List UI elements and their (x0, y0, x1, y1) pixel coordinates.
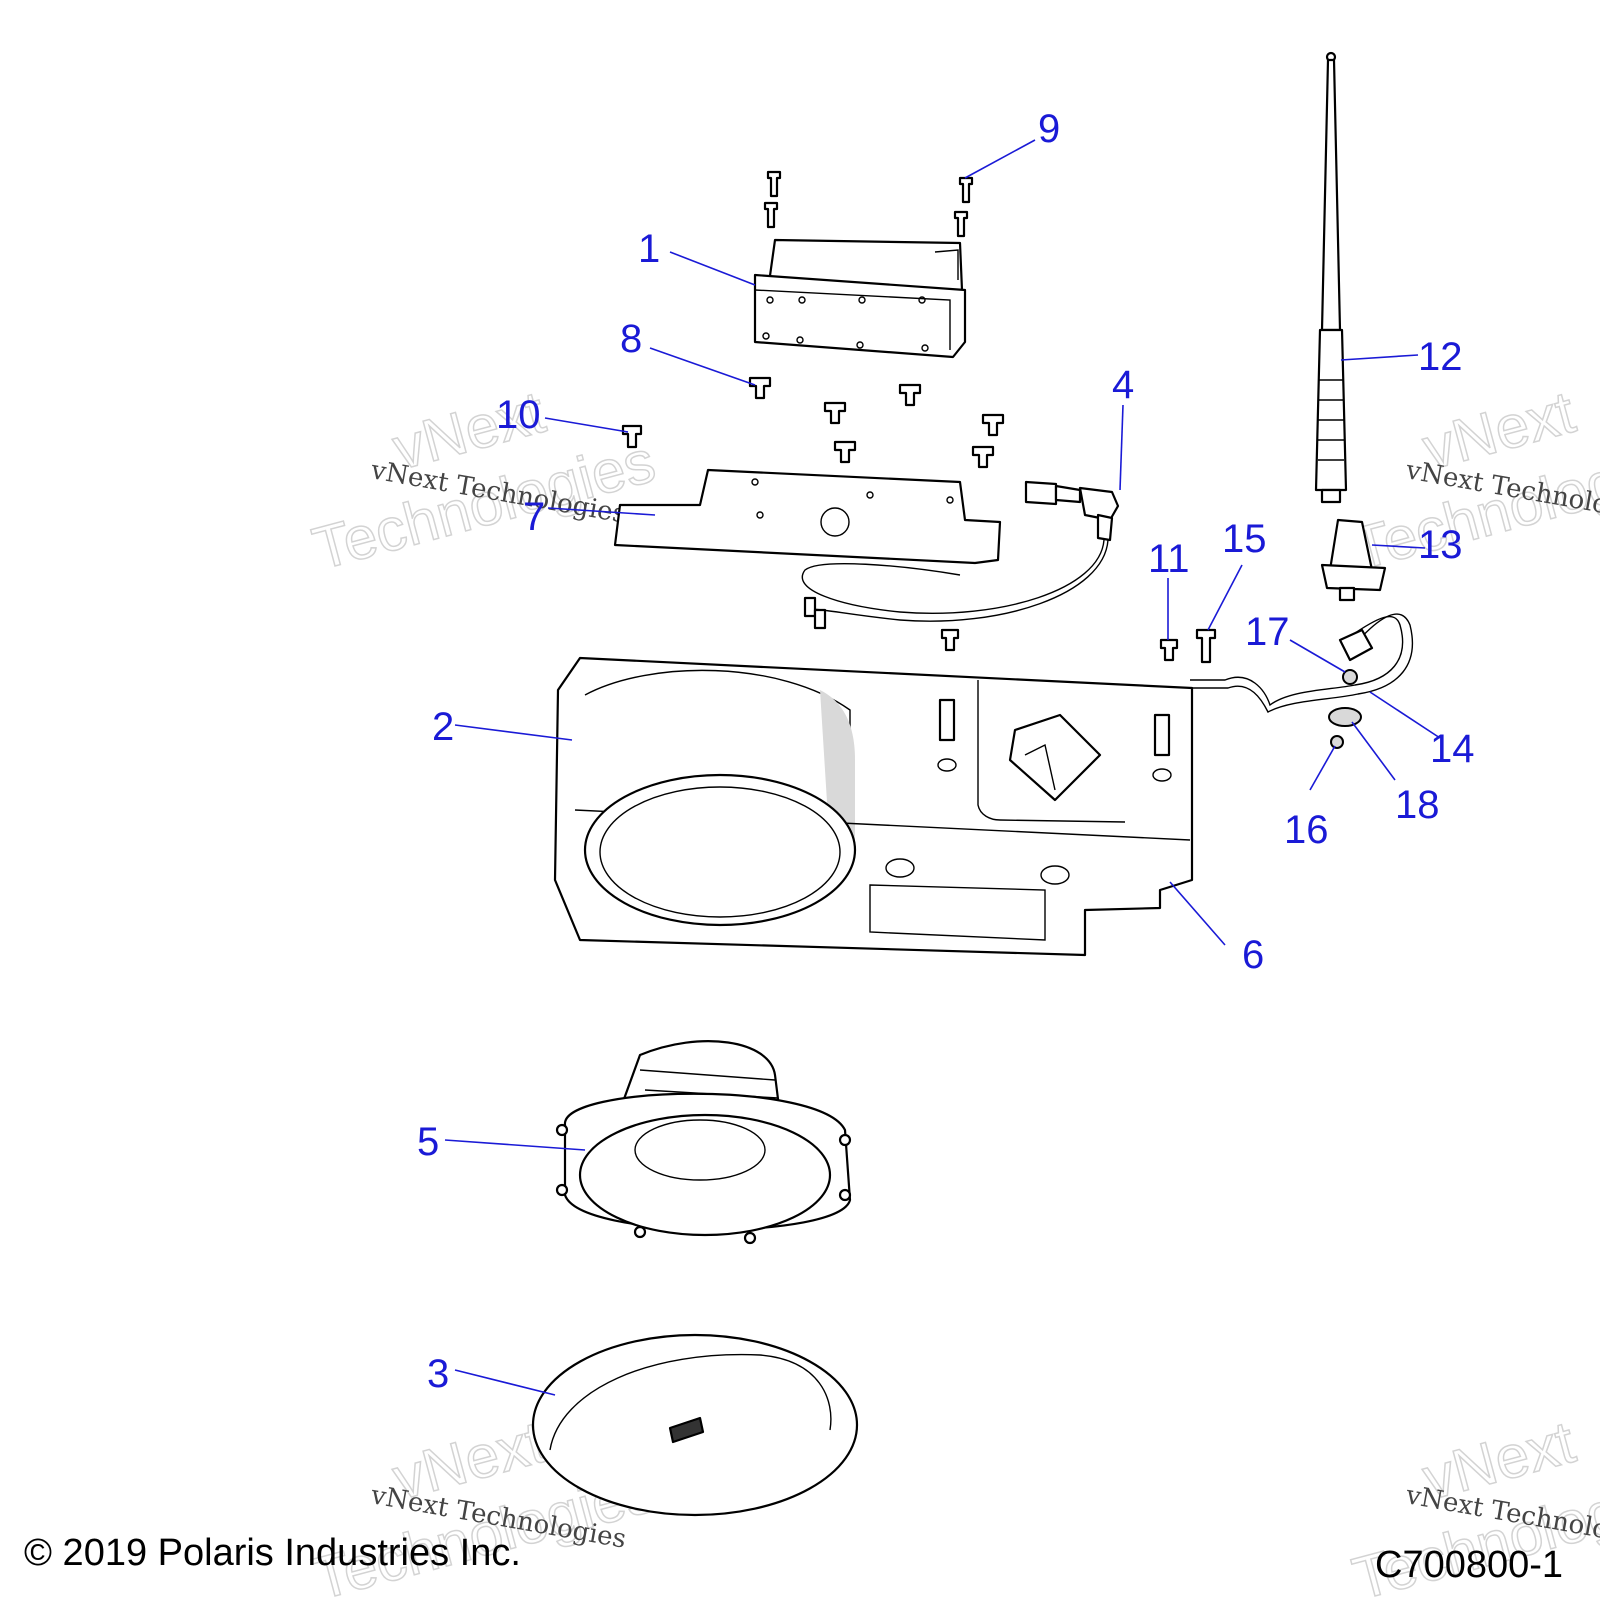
washer-18 (1328, 707, 1362, 727)
screws (621, 170, 1217, 664)
callout-5: 5 (417, 1120, 439, 1164)
callout-17: 17 (1245, 610, 1290, 654)
watermark-top-left: vNext Technologies vNext Technologies (305, 377, 662, 583)
callout-11: 11 (1148, 537, 1190, 581)
callout-14: 14 (1430, 727, 1475, 771)
callout-9: 9 (1038, 107, 1060, 151)
antenna-mast (1314, 51, 1348, 504)
callout-18: 18 (1395, 783, 1440, 827)
callouts: 1 2 3 4 5 6 7 8 9 10 11 15 12 13 14 16 1… (417, 107, 1475, 1396)
callout-3: 3 (427, 1352, 449, 1396)
speaker-box-housing (553, 656, 1194, 957)
callout-6: 6 (1242, 933, 1264, 977)
callout-12: 12 (1418, 335, 1463, 379)
leader-lines (444, 139, 1441, 1396)
watermark-top-right: vNext Technologies vNext Technologies (1345, 377, 1600, 583)
ground-strap (1190, 613, 1414, 713)
mounting-bracket (613, 468, 1002, 565)
speaker-grille (531, 1333, 859, 1517)
copyright-text: © 2019 Polaris Industries Inc. (24, 1532, 521, 1574)
nut-16 (1330, 735, 1344, 749)
nut-17 (1342, 669, 1358, 685)
radio-module (753, 238, 967, 359)
speaker (555, 1040, 852, 1245)
callout-1: 1 (638, 227, 660, 271)
callout-7: 7 (523, 495, 545, 539)
callout-4: 4 (1112, 363, 1134, 407)
wire-harness (801, 480, 1120, 630)
small-hardware (1328, 669, 1362, 749)
callout-16: 16 (1284, 808, 1329, 852)
antenna-base (1320, 518, 1387, 602)
callout-8: 8 (620, 317, 642, 361)
callout-10: 10 (496, 393, 541, 437)
callout-12-15: 15 (1222, 517, 1267, 561)
callout-13: 13 (1418, 523, 1463, 567)
callout-2: 2 (432, 705, 454, 749)
drawing-id: C700800-1 (1375, 1544, 1563, 1586)
